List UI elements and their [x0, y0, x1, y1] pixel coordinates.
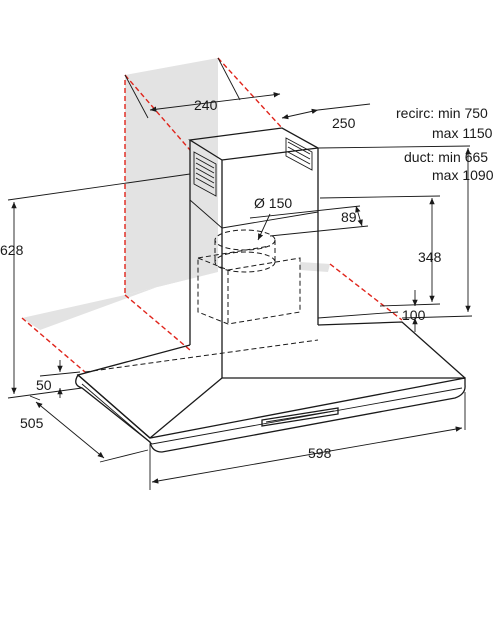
dim-505-line: [35, 401, 105, 459]
red-guide-top-right: [217, 57, 283, 129]
hood-rim: [75, 373, 466, 453]
dim-100-ext: [379, 303, 441, 307]
red-guide-bottom-right: [329, 263, 403, 321]
red-guide-top-left: [124, 74, 191, 151]
dim-598-label: 598: [308, 445, 332, 461]
floor-wall-plane: [22, 272, 218, 330]
dim-348-ext-top: [319, 195, 441, 199]
dim-240-ext-left: [124, 74, 149, 119]
recirc-max-label: max 1150: [432, 125, 493, 141]
side-wall-shade: [300, 262, 330, 272]
duct-max-label: max 1090: [432, 167, 494, 183]
left-vent-grille: [193, 151, 217, 197]
dim-505-ext-right: [99, 449, 149, 463]
dim-598-line: [151, 426, 463, 484]
dim-250-ext: [317, 103, 371, 111]
dim-height-ext-bottom: [401, 315, 473, 319]
chimney-joint: [189, 199, 223, 229]
hood-front-left-ridge: [149, 377, 223, 439]
hood-right-face: [317, 321, 466, 379]
dim-89-ext-top: [249, 205, 361, 219]
dim-50-label: 50: [36, 377, 52, 393]
hood-rim-edge: [81, 383, 463, 445]
chimney-joint-front: [221, 211, 319, 229]
dim-505-label: 505: [20, 415, 44, 431]
dim-628-ext-bottom: [7, 387, 83, 399]
dim-89-label: 89: [341, 209, 357, 225]
duct-label: duct: min 665: [404, 149, 488, 165]
dim-240-line: [149, 92, 281, 112]
right-vent-grille: [285, 137, 313, 171]
dim-diameter-leader: [257, 213, 271, 241]
dim-89-ext-bottom: [269, 225, 369, 237]
red-guide-bottom-left: [21, 317, 86, 373]
dim-628-label: 628: [0, 242, 24, 258]
recirc-label: recirc: min 750: [396, 105, 488, 121]
control-panel: [261, 407, 339, 427]
dim-diameter-label: Ø 150: [254, 195, 292, 211]
dim-505-ext-left: [29, 395, 41, 401]
dim-240-label: 240: [194, 97, 218, 113]
hood-right-inner: [317, 311, 399, 319]
dim-348-label: 348: [418, 249, 442, 265]
duct-outlet-bottom: [214, 251, 276, 273]
hood-back-hidden: [84, 339, 319, 373]
dim-50-ext: [39, 371, 81, 377]
dim-100-label: 100: [402, 307, 426, 323]
dim-250-line: [281, 108, 319, 120]
dim-250-label: 250: [332, 115, 356, 131]
dim-89-line: [355, 205, 363, 227]
motor-housing-hidden: [197, 257, 301, 325]
red-guide-bottom-mid: [124, 294, 191, 351]
dim-height-ext-top: [317, 145, 471, 149]
motor-housing-top: [197, 245, 271, 259]
dim-628-ext-top: [7, 173, 191, 201]
